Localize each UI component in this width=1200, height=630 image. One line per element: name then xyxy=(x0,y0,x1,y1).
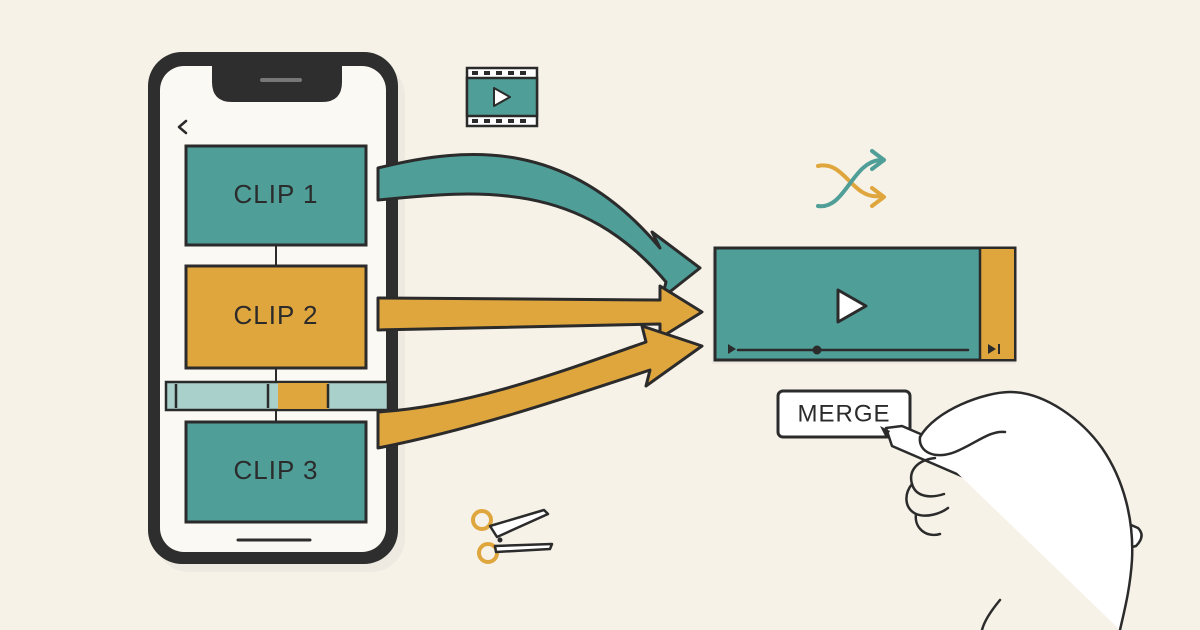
arrow-clip-1 xyxy=(376,153,702,300)
hand-icon xyxy=(905,390,1134,630)
clip-1[interactable]: CLIP 1 xyxy=(184,144,368,247)
clip-3[interactable]: CLIP 3 xyxy=(184,420,368,524)
shuffle-icon xyxy=(816,149,886,209)
play-icon[interactable] xyxy=(836,288,868,324)
merged-video[interactable] xyxy=(712,246,1017,364)
merge-button[interactable]: MERGE xyxy=(776,389,912,439)
back-chevron-icon[interactable] xyxy=(177,119,188,135)
scissors-icon xyxy=(471,508,554,564)
film-strip-icon xyxy=(465,66,539,128)
timeline-strip[interactable] xyxy=(164,380,390,412)
merge-label: MERGE xyxy=(797,400,890,427)
scrub-handle[interactable] xyxy=(812,345,822,355)
clip-2[interactable]: CLIP 2 xyxy=(184,264,368,370)
clip-1-label: CLIP 1 xyxy=(233,179,318,209)
arrow-clip-2 xyxy=(376,284,704,340)
clip-2-label: CLIP 2 xyxy=(233,300,318,330)
clip-3-label: CLIP 3 xyxy=(233,455,318,485)
arrow-clip-3 xyxy=(376,324,704,450)
